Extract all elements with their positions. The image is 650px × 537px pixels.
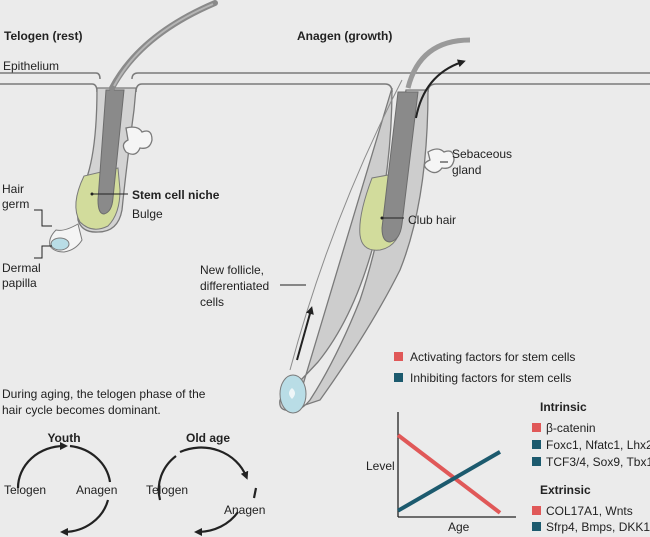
growth-arrow-curved [415,59,466,119]
intrinsic-0-label: β-catenin [546,421,596,435]
intrinsic-title: Intrinsic [540,400,587,414]
intrinsic-1-swatch [532,440,541,449]
intrinsic-0-swatch [532,423,541,432]
old-anagen-label: Anagen [224,503,265,517]
youth-title: Youth [47,431,80,445]
hair-germ-label: Hair [2,182,24,196]
x-axis-label: Age [448,520,470,534]
legend-activating-label: Activating factors for stem cells [410,350,575,364]
growth-arrow-straight [296,306,314,361]
old-age-title: Old age [186,431,230,445]
youth-cycle: Youth Telogen Anagen [4,431,117,536]
legend-activating-swatch [394,352,403,361]
level-age-chart: Level Age [366,412,516,534]
aging-caption: During aging, the telogen phase of the [2,387,206,401]
extrinsic-1-label: Sfrp4, Bmps, DKK1 [546,520,650,534]
anagen-title: Anagen (growth) [297,29,392,43]
intrinsic-2-swatch [532,457,541,466]
leader-lines [34,161,448,286]
extrinsic-factors: Extrinsic COL17A1, Wnts Sfrp4, Bmps, DKK… [532,483,650,534]
youth-anagen-label: Anagen [76,483,117,497]
legend-inhibiting-swatch [394,373,403,382]
telogen-follicle [49,0,218,253]
extrinsic-0-label: COL17A1, Wnts [546,504,633,518]
stem-cell-niche-label: Stem cell niche [132,188,220,202]
extrinsic-1-swatch [532,522,541,531]
old-age-cycle: Old age Telogen Anagen [146,431,265,536]
intrinsic-1-label: Foxc1, Nfatc1, Lhx2, [546,438,650,452]
new-follicle-label-line3: cells [200,295,224,309]
series-line-inhibiting [397,450,501,513]
anagen-follicle [279,37,471,414]
sebaceous-gland-label-line2: gland [452,163,481,177]
club-hair-label: Club hair [408,213,456,227]
sebaceous-gland-label: Sebaceous [452,147,512,161]
telogen-title: Telogen (rest) [4,29,82,43]
hair-germ-label-line2: germ [2,197,29,211]
series-line-activating [396,433,502,515]
aging-caption-line2: hair cycle becomes dominant. [2,403,161,417]
legend: Activating factors for stem cells Inhibi… [394,350,575,385]
dermal-papilla-label-line2: papilla [2,276,37,290]
extrinsic-0-swatch [532,506,541,515]
extrinsic-title: Extrinsic [540,483,591,497]
old-telogen-label: Telogen [146,483,188,497]
bulge-label: Bulge [132,207,163,221]
dermal-papilla-label: Dermal [2,261,41,275]
new-follicle-label-line2: differentiated [200,279,269,293]
youth-telogen-label: Telogen [4,483,46,497]
intrinsic-2-label: TCF3/4, Sox9, Tbx1 [546,455,650,469]
new-follicle-label: New follicle, [200,263,264,277]
y-axis-label: Level [366,459,395,473]
legend-inhibiting-label: Inhibiting factors for stem cells [410,371,571,385]
epithelium-label: Epithelium [3,59,59,73]
intrinsic-factors: Intrinsic β-catenin Foxc1, Nfatc1, Lhx2,… [532,400,650,469]
